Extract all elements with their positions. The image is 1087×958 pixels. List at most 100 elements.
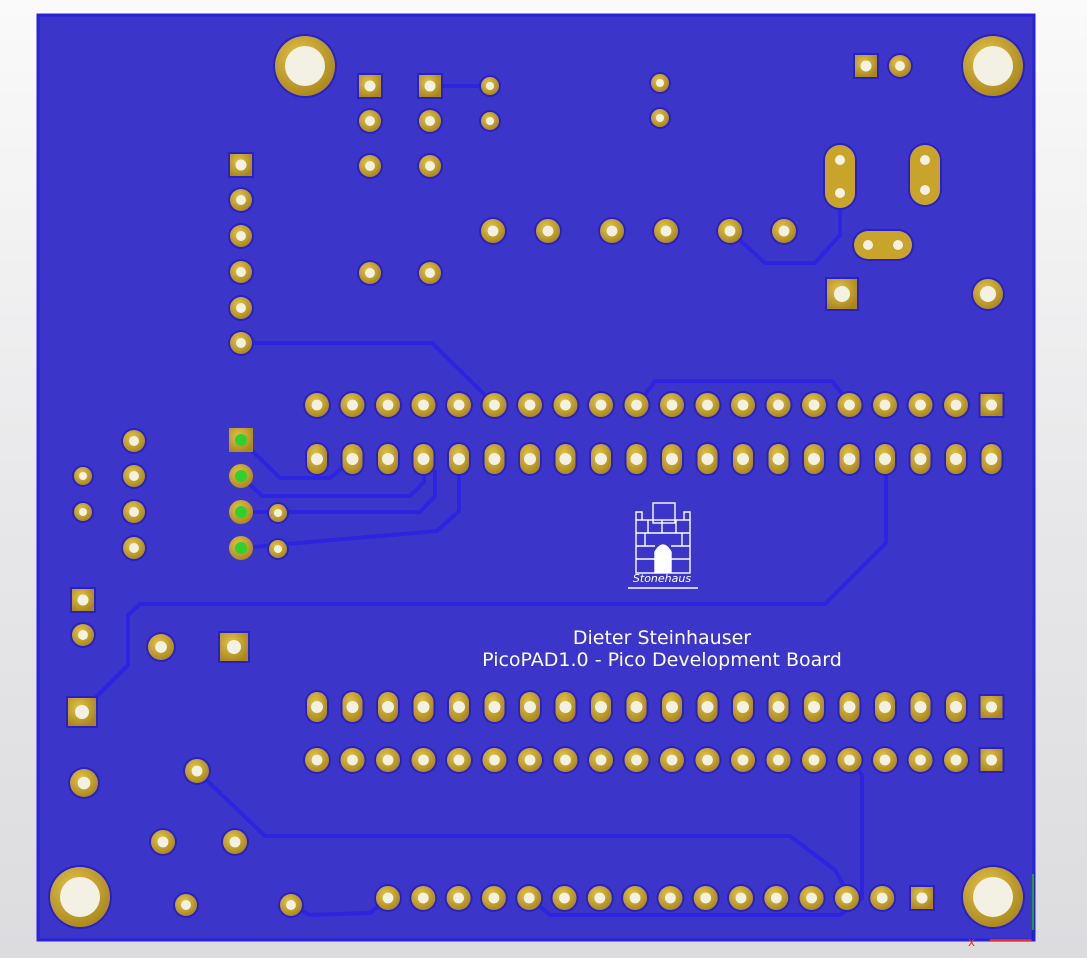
round-pad [409,746,438,774]
square-pad [909,885,935,911]
square-pad [978,694,1005,720]
oval-pad [873,442,897,476]
round-pad [228,223,254,249]
oval-pad [944,690,968,724]
mounting-hole [961,34,1025,98]
round-pad [868,884,897,912]
green-pad [229,464,253,488]
round-pad [228,259,254,285]
oval-pad [589,690,613,724]
round-pad [516,391,544,419]
trace [728,175,842,265]
round-pad [587,746,615,774]
round-pad [649,107,671,129]
oval-pad [376,690,400,724]
round-pad [374,391,402,419]
round-pad [72,465,94,487]
oval-pad [518,442,542,476]
oval-pad [411,442,436,476]
oval-pad [837,442,862,476]
slot-pad [908,143,942,207]
round-pad [228,187,254,213]
round-pad [598,217,626,245]
oval-pad [731,690,755,724]
round-pad [764,391,793,419]
round-pad [906,746,935,774]
round-pad [146,632,176,662]
logo-caption: Stonehaus [632,572,692,585]
round-pad [228,295,254,321]
oval-pad [447,690,471,724]
round-pad [871,746,899,774]
square-pad [978,747,1005,773]
round-pad [942,391,970,419]
round-pad [585,884,614,912]
round-pad [587,391,615,419]
mounting-hole [273,34,337,98]
round-pad [832,884,861,912]
round-pad [267,538,289,560]
round-pad [770,217,798,245]
trace [195,769,853,899]
round-pad [656,884,685,912]
green-pad [229,428,253,452]
oval-pad [944,442,968,476]
round-pad [835,391,864,419]
round-pad [479,75,501,97]
round-pad [72,501,94,523]
round-pad [357,108,383,134]
oval-pad [695,442,720,476]
round-pad [622,391,651,419]
oval-pad [340,690,365,724]
round-pad [516,746,544,774]
oval-pad [305,690,329,724]
round-pad [691,884,720,912]
round-pad [550,884,579,912]
oval-pad [447,442,471,476]
round-pad [68,767,100,799]
oval-pad [305,442,329,476]
round-pad [551,391,580,419]
square-pad [853,53,879,79]
round-pad [480,391,509,419]
oval-pad [731,442,755,476]
oval-pad [802,690,826,724]
oval-pad [979,442,1004,476]
oval-pad [589,442,613,476]
square-pad [825,277,859,311]
square-pad [70,587,96,613]
round-pad [693,746,722,774]
mounting-holes [48,34,1025,929]
round-pad [479,110,501,132]
round-pad [70,622,96,648]
square-pad [357,73,383,99]
round-pad [374,746,402,774]
round-pad [417,153,443,179]
round-pad [121,463,147,489]
round-pad [727,884,755,912]
round-pad [303,391,331,419]
round-pad [652,217,680,245]
square-pad [417,73,443,99]
square-pad [228,152,254,178]
slot-pad [852,229,914,261]
round-pad [887,53,913,79]
trace [241,341,497,407]
oval-pad [802,442,826,476]
oval-pad [518,690,542,724]
svg-text:x: x [968,935,975,949]
round-pad [357,153,383,179]
round-pad [764,746,793,774]
oval-pad [553,442,578,476]
round-pad [374,884,402,912]
green-pad [229,536,253,560]
round-pad [173,892,199,918]
oval-pad [660,442,684,476]
trace [241,470,437,514]
oval-pad [908,690,933,724]
round-pad [267,502,289,524]
round-pad [121,499,147,525]
pcb-board [36,13,1036,942]
round-pad [445,746,473,774]
